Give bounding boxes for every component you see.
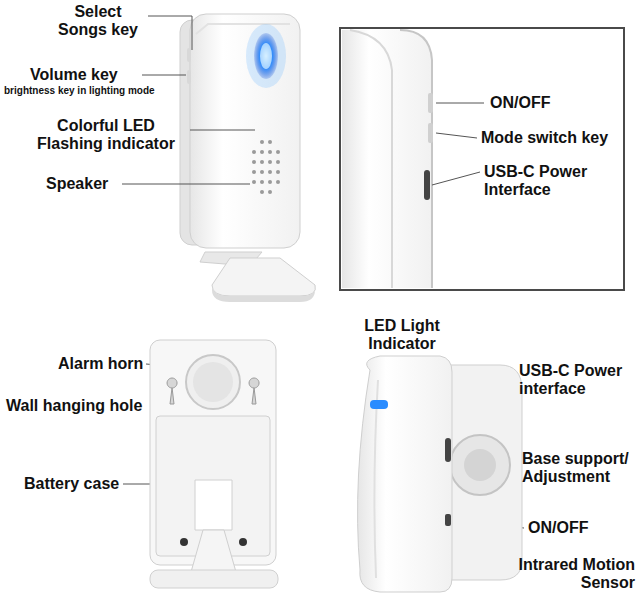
- part-label: USB-C Power interface: [519, 362, 635, 399]
- part-label: Wall hanging hole: [6, 397, 166, 415]
- part-label: Select Songs key: [52, 3, 144, 40]
- part-label: USB-C Power Interface: [484, 163, 624, 200]
- part-label: LED Light Indicator: [352, 317, 452, 354]
- leader-lines: [122, 16, 524, 575]
- part-label: Base support/ Adjustment: [522, 450, 636, 487]
- receiver-front: [180, 14, 315, 302]
- part-label: Alarm horn: [58, 355, 158, 373]
- part-label: Speaker: [46, 175, 126, 193]
- part-label: ON/OFF: [528, 519, 628, 537]
- motion-sensor: [358, 356, 522, 592]
- part-label: ON/OFF: [490, 94, 590, 112]
- part-label: brightness key in lighting mode: [4, 85, 194, 97]
- part-label: Intrared Motion Sensor: [515, 556, 635, 593]
- part-label: Volume key: [30, 66, 142, 84]
- part-label: Mode switch key: [481, 129, 631, 147]
- part-label: Colorful LED Flashing indicator: [26, 117, 186, 154]
- receiver-back: [150, 340, 278, 588]
- inset-zoom: [340, 28, 624, 290]
- part-label: Battery case: [24, 475, 134, 493]
